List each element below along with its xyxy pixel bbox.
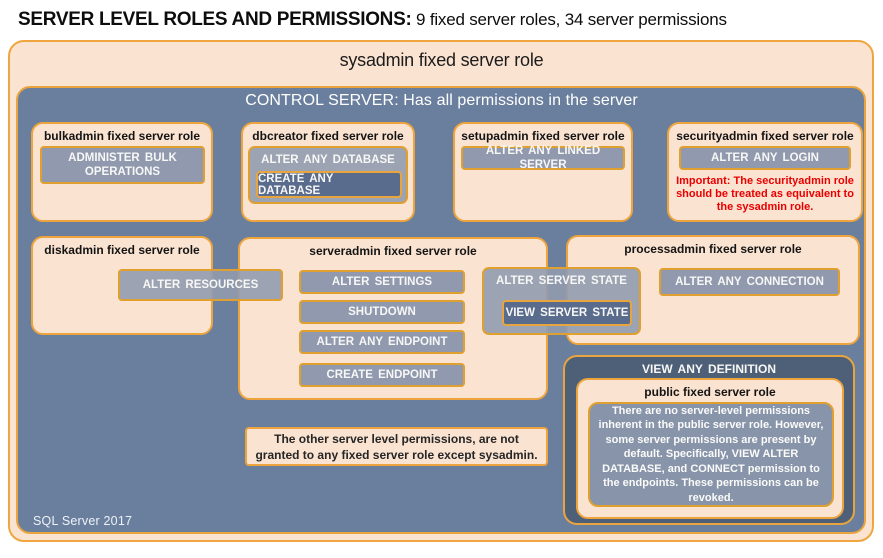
role-box-setupadmin: setupadmin fixed server role bbox=[453, 122, 633, 222]
permission-alter-any-login: ALTER ANY LOGIN bbox=[679, 146, 851, 170]
permission-view-any-definition: VIEW ANY DEFINITION bbox=[641, 362, 776, 376]
sysadmin-role-title: sysadmin fixed server role bbox=[339, 50, 544, 70]
securityadmin-role-title: securityadmin fixed server role bbox=[676, 129, 854, 143]
page-title-sub: 9 fixed server roles, 34 server permissi… bbox=[411, 10, 727, 29]
processadmin-role-title: processadmin fixed server role bbox=[624, 242, 802, 256]
other-permissions-note: The other server level permissions, are … bbox=[245, 427, 548, 466]
permission-alter-resources: ALTER RESOURCES bbox=[118, 269, 283, 301]
permission-alter-any-connection: ALTER ANY CONNECTION bbox=[659, 268, 840, 296]
serveradmin-role-title: serveradmin fixed server role bbox=[309, 244, 477, 258]
page-title: SERVER LEVEL ROLES AND PERMISSIONS: 9 fi… bbox=[18, 9, 727, 31]
permission-administer-bulk-operations: ADMINISTER BULK OPERATIONS bbox=[40, 146, 205, 184]
permission-alter-server-state: ALTER SERVER STATE bbox=[496, 275, 627, 287]
diskadmin-role-title: diskadmin fixed server role bbox=[44, 243, 200, 257]
permission-alter-settings: ALTER SETTINGS bbox=[299, 270, 465, 294]
role-box-public: public fixed server role There are no se… bbox=[576, 378, 844, 519]
bulkadmin-role-title: bulkadmin fixed server role bbox=[43, 129, 201, 143]
permission-create-endpoint: CREATE ENDPOINT bbox=[299, 363, 465, 387]
permission-alter-any-endpoint: ALTER ANY ENDPOINT bbox=[299, 330, 465, 354]
permission-shutdown: SHUTDOWN bbox=[299, 300, 465, 324]
public-role-description: There are no server-level permissions in… bbox=[588, 402, 834, 507]
dbcreator-role-title: dbcreator fixed server role bbox=[252, 129, 404, 143]
control-server-title: CONTROL SERVER: Has all permissions in t… bbox=[245, 92, 638, 109]
public-role-title: public fixed server role bbox=[644, 385, 776, 399]
role-box-diskadmin: diskadmin fixed server role bbox=[31, 236, 213, 335]
setupadmin-role-title: setupadmin fixed server role bbox=[461, 129, 625, 143]
sql-server-version-label: SQL Server 2017 bbox=[33, 514, 133, 528]
securityadmin-warning-text: Important: The securityadmin role should… bbox=[676, 175, 854, 213]
permission-create-any-database: CREATE ANY DATABASE bbox=[256, 171, 402, 198]
permission-alter-any-linked-server: ALTER ANY LINKED SERVER bbox=[461, 145, 625, 171]
permission-alter-any-database: ALTER ANY DATABASE bbox=[261, 154, 395, 166]
role-box-securityadmin: securityadmin fixed server role bbox=[667, 122, 863, 222]
page-title-main: SERVER LEVEL ROLES AND PERMISSIONS: bbox=[18, 9, 412, 30]
permission-group-view-any-definition: VIEW ANY DEFINITION public fixed server … bbox=[563, 355, 855, 525]
permission-view-server-state: VIEW SERVER STATE bbox=[502, 300, 632, 326]
